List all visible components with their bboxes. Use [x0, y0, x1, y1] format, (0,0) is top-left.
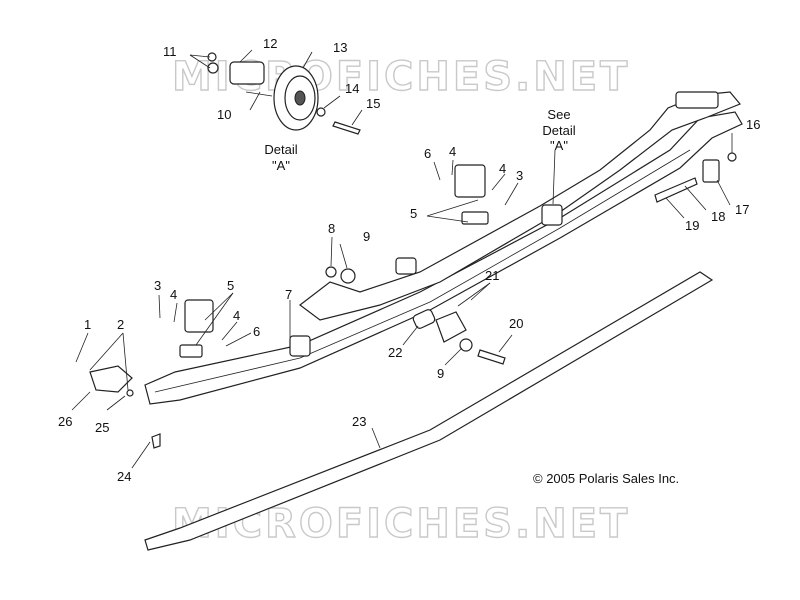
slider-block-right — [454, 164, 486, 198]
pin-24 — [151, 433, 161, 449]
callout-13: 13 — [333, 40, 347, 55]
suspension-rail — [144, 91, 743, 405]
callout-4-right: 4 — [499, 161, 506, 176]
callout-21: 21 — [485, 268, 499, 283]
callout-4-left: 4 — [170, 287, 177, 302]
bolt-15 — [332, 121, 361, 135]
callout-5-left: 5 — [227, 278, 234, 293]
nut-25 — [126, 389, 134, 397]
callout-23: 23 — [352, 414, 366, 429]
bolt-19 — [654, 177, 698, 203]
callout-2: 2 — [117, 317, 124, 332]
see-detail-label-2: Detail — [542, 123, 575, 138]
callout-18: 18 — [711, 209, 725, 224]
leader-lines — [71, 49, 733, 469]
detail-a-letter: "A" — [272, 158, 290, 173]
callout-10: 10 — [217, 107, 231, 122]
detail-a-label: Detail — [264, 142, 297, 157]
callout-14: 14 — [345, 81, 359, 96]
washer-8 — [325, 266, 337, 278]
wheel-bracket — [229, 61, 265, 85]
callout-24: 24 — [117, 469, 131, 484]
callout-3-right: 3 — [516, 168, 523, 183]
washer-9-bottom — [459, 338, 473, 352]
bracket-17 — [702, 159, 720, 183]
callout-5-right: 5 — [410, 206, 417, 221]
callout-8: 8 — [328, 221, 335, 236]
callout-1: 1 — [84, 317, 91, 332]
callout-16: 16 — [746, 117, 760, 132]
nut-11 — [207, 62, 219, 74]
callout-6-right: 6 — [424, 146, 431, 161]
callout-11: 11 — [163, 44, 177, 59]
callout-3-left: 3 — [154, 278, 161, 293]
callout-7: 7 — [285, 287, 292, 302]
end-cap — [89, 365, 133, 393]
callout-9-top: 9 — [363, 229, 370, 244]
wear-strip — [144, 271, 714, 551]
callout-6-left: 6 — [253, 324, 260, 339]
see-detail-label: See — [547, 107, 570, 122]
spacer-22 — [412, 309, 436, 329]
washer-14 — [316, 107, 326, 117]
copyright-text: © 2005 Polaris Sales Inc. — [533, 471, 679, 486]
idler-hub — [435, 311, 467, 343]
callout-22: 22 — [388, 345, 402, 360]
callout-19: 19 — [685, 218, 699, 233]
detail-a-mount — [541, 204, 563, 226]
callout-25: 25 — [95, 420, 109, 435]
callout-9-bottom: 9 — [437, 366, 444, 381]
callout-20: 20 — [509, 316, 523, 331]
see-detail-letter: "A" — [550, 138, 568, 153]
callout-26: 26 — [58, 414, 72, 429]
bolt-20 — [477, 349, 506, 365]
callout-15: 15 — [366, 96, 380, 111]
callout-numbers: 11 12 13 14 15 10 16 17 18 19 21 20 22 9… — [58, 36, 760, 484]
callout-17: 17 — [735, 202, 749, 217]
washer-9-top — [340, 268, 356, 284]
nut-16 — [727, 152, 737, 162]
slider-block-left — [184, 299, 214, 333]
callout-4-right-top: 4 — [449, 144, 456, 159]
callout-12: 12 — [263, 36, 277, 51]
callout-4-mid: 4 — [233, 308, 240, 323]
